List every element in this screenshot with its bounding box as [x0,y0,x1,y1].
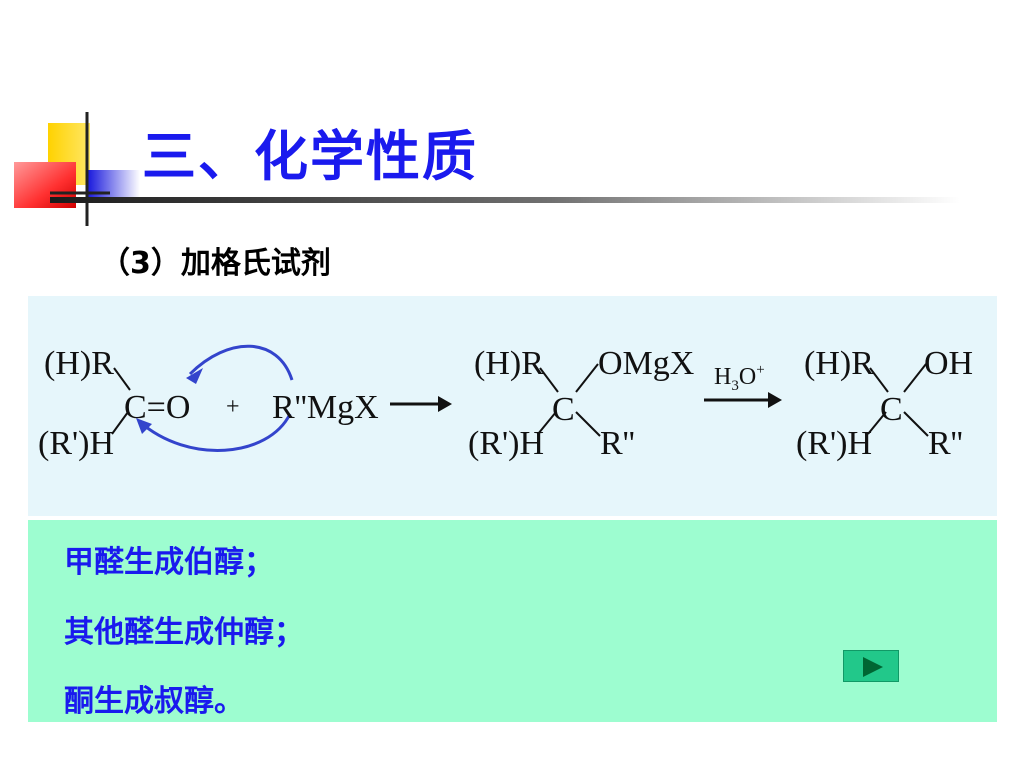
product-bond-br [903,411,929,437]
reaction-arrow-2-head [768,392,782,408]
curved-arrow-bottom [139,413,292,452]
product-bond-bl [867,411,887,435]
section-subtitle: （3）加格氏试剂 [100,246,331,281]
notes-panel: 甲醛生成伯醇； 其他醛生成仲醇； 酮生成叔醇。 [28,520,997,722]
note-formaldehyde: 甲醛生成伯醇； [64,545,274,580]
reaction-scheme: (H)R (R')H C=O + R''MgX (H)R (R')H C OMg… [38,344,973,462]
grignard-reagent: R''MgX [272,389,379,426]
intermediate-bottom-right: R'' [600,425,635,462]
intermediate-top-left: (H)R [474,345,544,382]
intermediate-bond-bl [537,411,557,435]
next-slide-button[interactable] [843,650,899,682]
intermediate-bond-tr [575,363,599,393]
plus-sign: + [226,394,240,420]
product-top-right: OH [924,345,973,382]
note-other-aldehydes: 其他醛生成仲醇； [64,615,304,650]
reaction-condition: H3O+ [714,362,765,394]
product-center: C [880,391,903,428]
intermediate-bond-tl [539,367,559,393]
reactant-bottom-group: (R')H [38,425,114,462]
play-triangle-icon [863,657,883,677]
curved-arrow-top-head [186,368,203,384]
product-bond-tr [903,363,927,393]
reactant-carbonyl-center: C=O [124,389,190,426]
product-bond-tl [869,367,889,393]
slide-title: 三、化学性质 [142,125,478,188]
reaction-scheme-panel: (H)R (R')H C=O + R''MgX (H)R (R')H C OMg… [28,296,997,516]
product-top-left: (H)R [804,345,874,382]
reactant-bond-top [113,367,131,391]
curved-arrow-top [188,344,294,381]
title-divider [50,197,960,203]
reactant-top-group: (H)R [44,345,114,382]
product-bottom-right: R'' [928,425,963,462]
intermediate-bottom-left: (R')H [468,425,544,462]
reactant-bond-bottom [111,411,129,435]
intermediate-top-right: OMgX [598,345,694,382]
product-bottom-left: (R')H [796,425,872,462]
note-ketones: 酮生成叔醇。 [64,684,244,719]
intermediate-bond-br [575,411,601,437]
curved-arrow-bottom-head [136,418,152,434]
intermediate-center: C [552,391,575,428]
reaction-arrow-1-head [438,396,452,412]
